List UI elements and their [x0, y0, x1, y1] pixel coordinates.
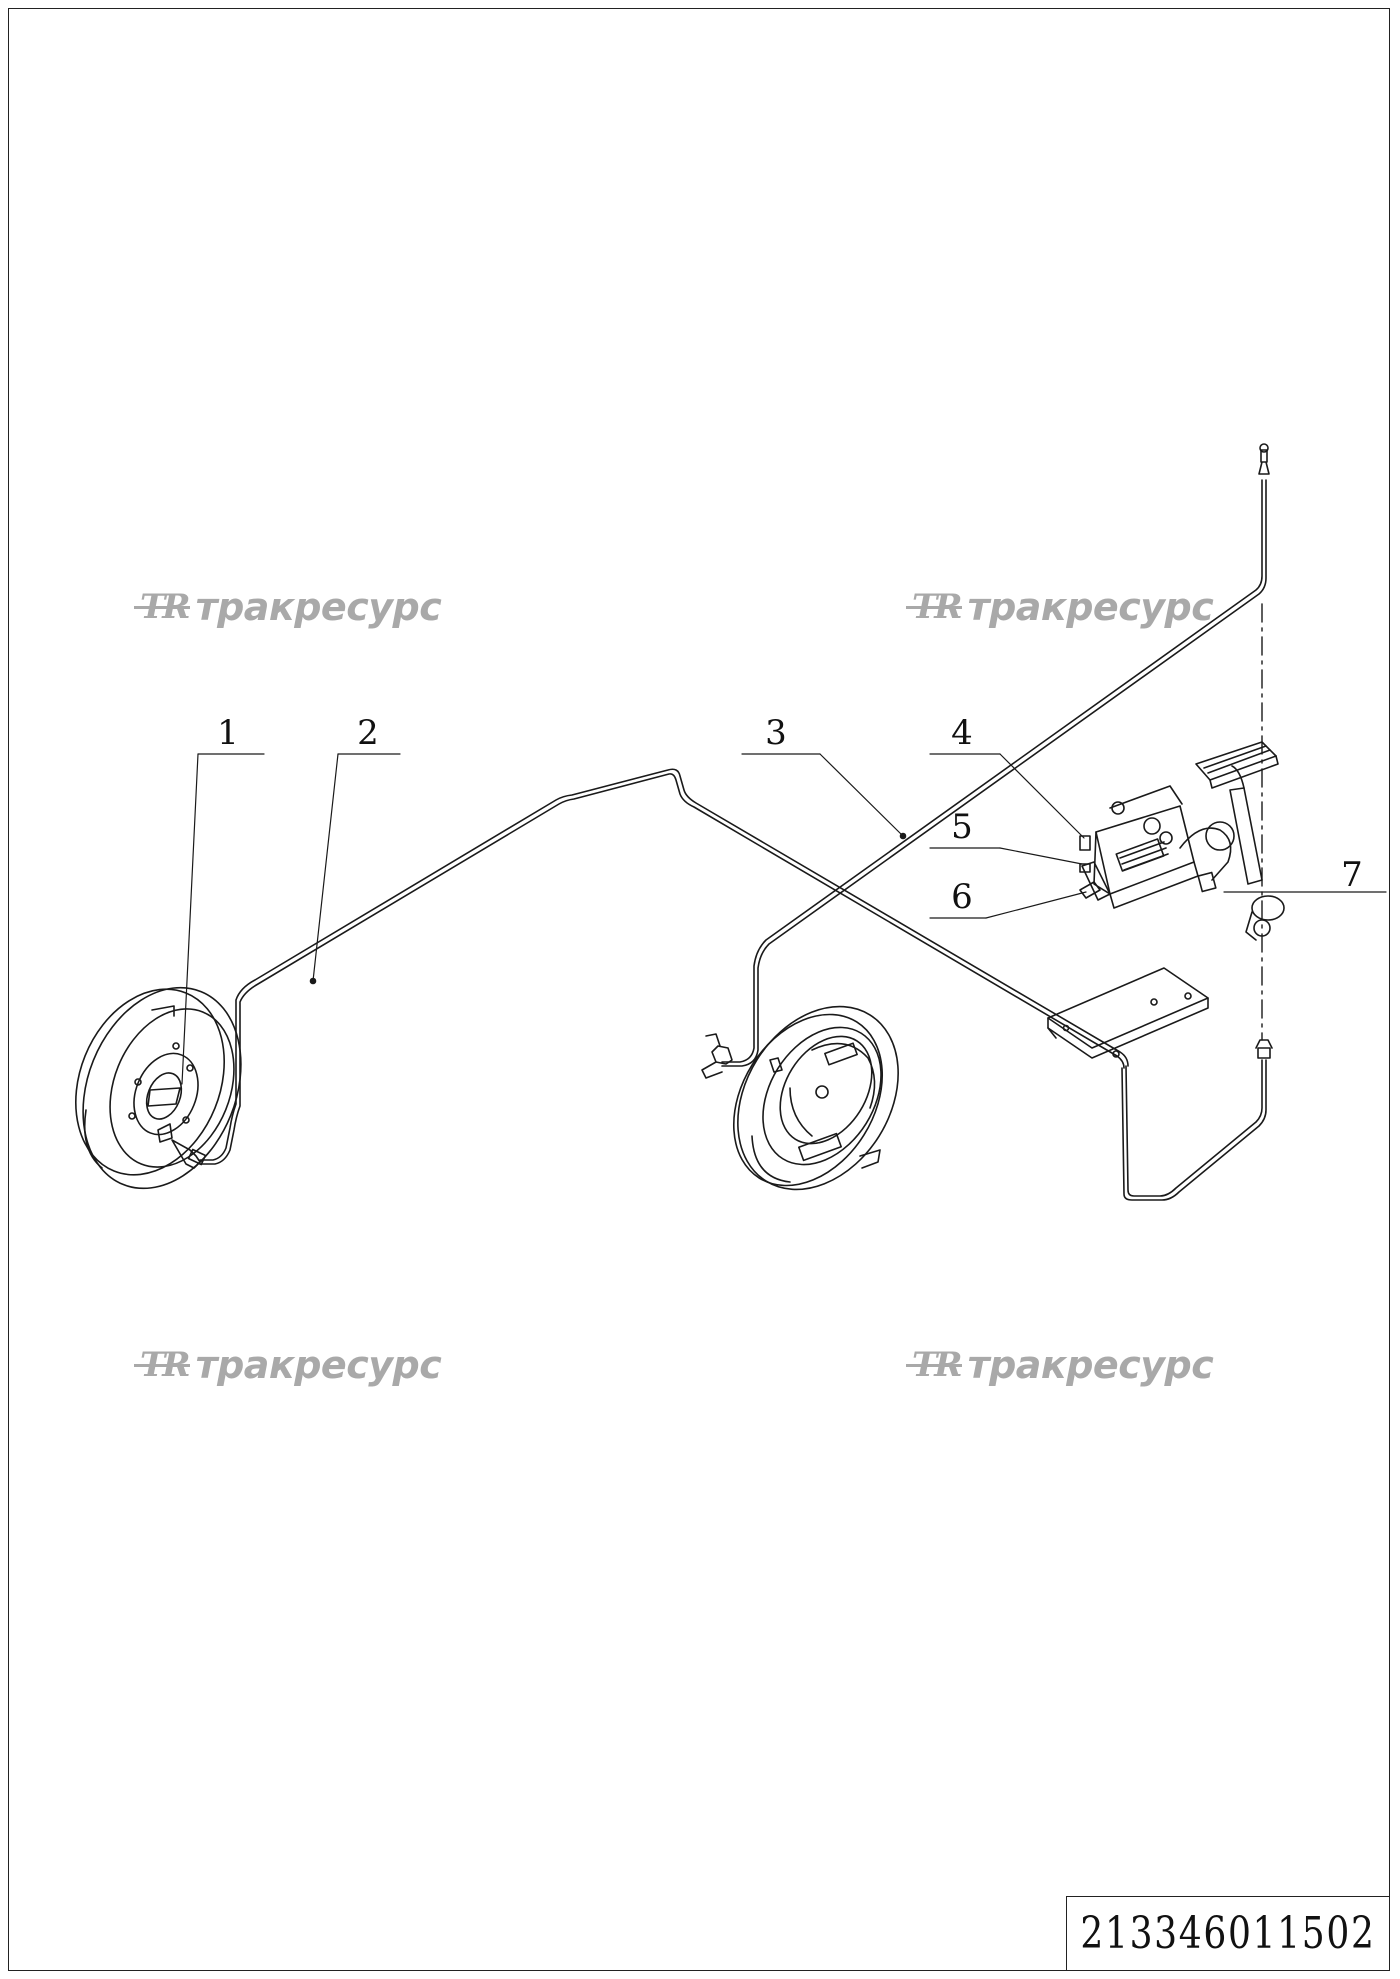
watermark-top-right: TR тракресурс: [906, 585, 1214, 629]
brake-pipe-left: [199, 768, 1267, 1201]
watermark-text: тракресурс: [195, 1343, 442, 1387]
mounting-plate: [1047, 967, 1209, 1059]
callout-3: 3: [765, 713, 787, 753]
watermark-logo: TR: [134, 1345, 191, 1385]
callout-6: 6: [951, 877, 973, 917]
drawing-frame: [8, 8, 1390, 1971]
watermark-logo: TR: [906, 587, 963, 627]
watermark-logo: TR: [906, 1345, 963, 1385]
right-brake-drum: [701, 1005, 899, 1191]
watermark-logo: TR: [134, 587, 191, 627]
brake-pedal-assembly: [1079, 741, 1285, 941]
pipe-fitting: [1255, 1039, 1273, 1059]
part-number-box: 213346011502: [1066, 1896, 1390, 1971]
callout-7: 7: [1341, 855, 1363, 895]
callout-2: 2: [357, 713, 379, 753]
watermark-text: тракресурс: [967, 1343, 1214, 1387]
callout-1: 1: [217, 713, 239, 753]
part-number: 213346011502: [1080, 1908, 1376, 1959]
left-brake-drum: [74, 986, 242, 1190]
watermark-text: тракресурс: [967, 585, 1214, 629]
watermark-bottom-left: TR тракресурс: [134, 1343, 442, 1387]
watermark-text: тракресурс: [195, 585, 442, 629]
brake-pipe-right: [721, 443, 1270, 1067]
watermark-bottom-right: TR тракресурс: [906, 1343, 1214, 1387]
callout-leaders: [181, 753, 1387, 1085]
callout-4: 4: [951, 713, 973, 753]
callout-5: 5: [951, 807, 973, 847]
watermark-top-left: TR тракресурс: [134, 585, 442, 629]
